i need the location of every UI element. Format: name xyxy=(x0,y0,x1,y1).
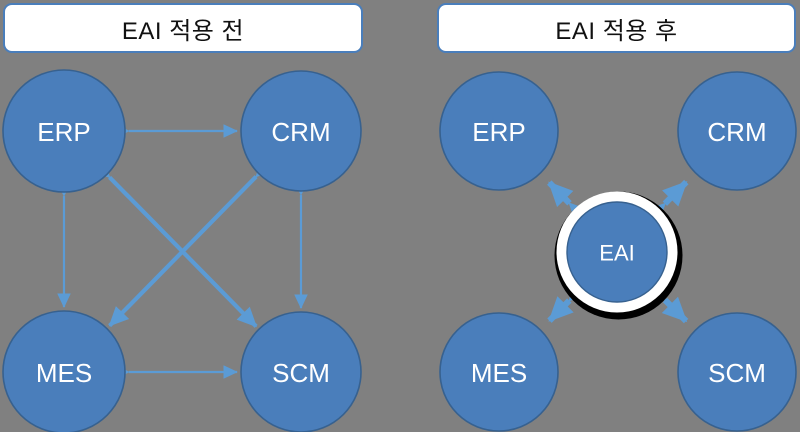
panel-title-after: EAI 적용 후 xyxy=(437,3,796,53)
node-crm[interactable]: CRM xyxy=(240,70,362,192)
node-scm[interactable]: SCM xyxy=(677,312,797,432)
node-label-eai: EAI xyxy=(599,241,634,266)
link-crm-mes xyxy=(108,156,276,328)
node-crm[interactable]: CRM xyxy=(677,71,797,191)
node-erp[interactable]: ERP xyxy=(2,69,126,193)
node-circle xyxy=(439,71,559,191)
nodes-group-before: ERP CRM MES SCM xyxy=(2,69,362,432)
link-eai-scm xyxy=(640,275,689,324)
node-circle xyxy=(2,310,126,432)
link-eai-mes xyxy=(547,276,594,323)
node-eai[interactable]: EAI xyxy=(554,191,683,320)
node-mes[interactable]: MES xyxy=(2,310,126,432)
node-label-scm: SCM xyxy=(272,358,330,388)
node-label-mes: MES xyxy=(471,358,527,388)
links-group-after xyxy=(547,179,689,324)
node-circle xyxy=(240,311,362,432)
node-circle xyxy=(677,71,797,191)
node-circle xyxy=(2,69,126,193)
nodes-group-after: ERP CRM MES SCM EAI xyxy=(439,71,797,432)
hub-core xyxy=(566,201,668,303)
links-group-before xyxy=(57,124,308,379)
node-label-crm: CRM xyxy=(271,117,330,147)
node-circle xyxy=(677,312,797,432)
node-label-mes: MES xyxy=(36,358,92,388)
node-label-crm: CRM xyxy=(707,117,766,147)
node-label-erp: ERP xyxy=(37,117,90,147)
node-mes[interactable]: MES xyxy=(439,312,559,432)
node-label-erp: ERP xyxy=(472,117,525,147)
node-scm[interactable]: SCM xyxy=(240,311,362,432)
node-label-scm: SCM xyxy=(708,358,766,388)
link-eai-erp xyxy=(547,180,594,228)
link-eai-crm xyxy=(640,179,689,229)
node-erp[interactable]: ERP xyxy=(439,71,559,191)
node-circle xyxy=(439,312,559,432)
panel-title-before: EAI 적용 전 xyxy=(3,3,363,53)
node-circle xyxy=(240,70,362,192)
